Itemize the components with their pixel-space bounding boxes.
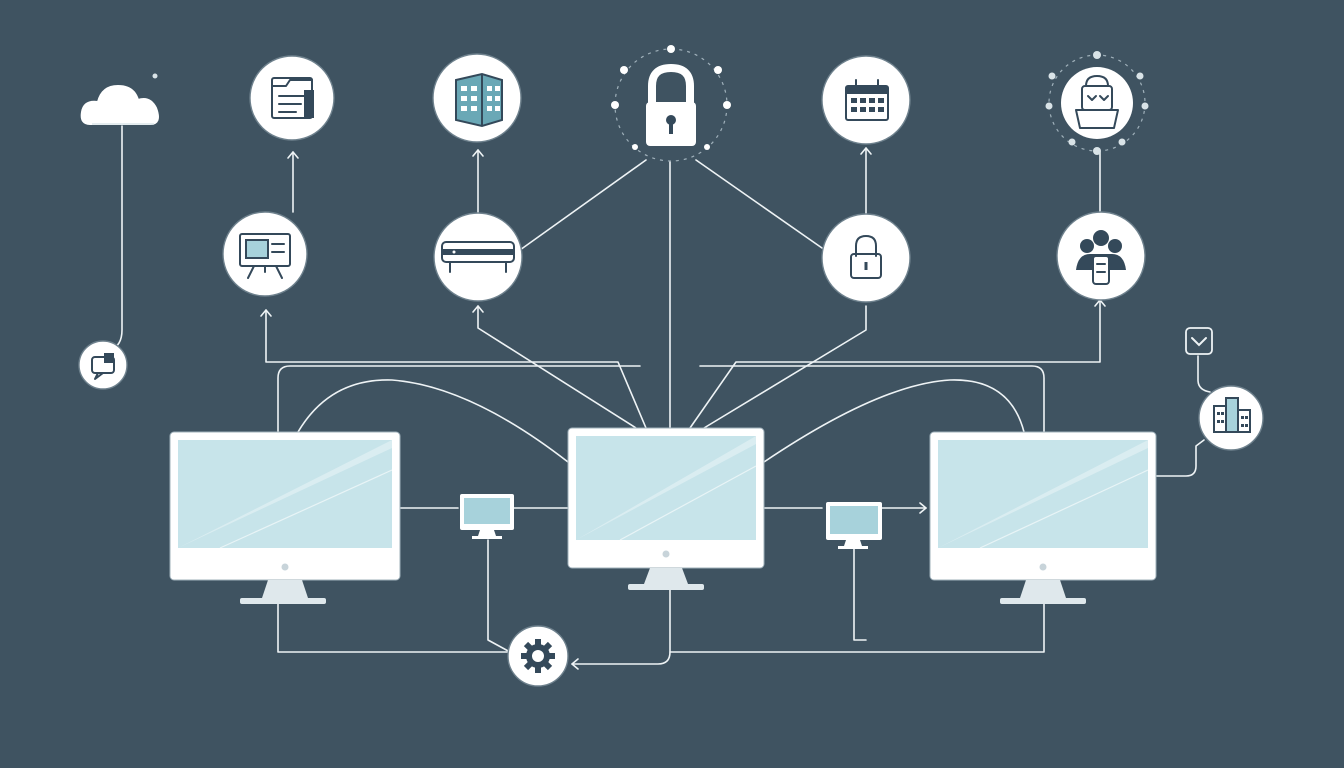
wire-arc-right [763, 379, 1025, 463]
security-robot-icon [1045, 51, 1149, 155]
wire-right-rail [699, 365, 1045, 433]
wire-bottom-left [277, 579, 511, 653]
dropdown-chevron-icon[interactable] [1185, 327, 1213, 355]
wire-right-small-monitor-down [853, 545, 867, 641]
team-users-icon [1056, 211, 1146, 301]
folder-documents-icon [249, 55, 335, 141]
wire-left-rail [277, 365, 641, 433]
router-icon [433, 212, 523, 302]
city-buildings-icon [1198, 385, 1264, 451]
wire-router-center [477, 305, 637, 429]
wire-team-bus [689, 299, 1101, 429]
wire-presentation-bus [265, 309, 647, 429]
presentation-board-icon [222, 211, 308, 297]
wire-lock-router [519, 159, 647, 251]
wire-padlock-center [703, 305, 867, 429]
padlock-icon [611, 45, 731, 162]
small-monitor-left [460, 494, 514, 539]
desktop-monitor-left [169, 431, 401, 604]
gear-icon[interactable] [507, 625, 569, 687]
wire-chevron-city [1197, 355, 1211, 393]
desktop-monitor-right [929, 431, 1157, 604]
wire-bottom-right [669, 581, 1045, 653]
connection-wires [109, 125, 1211, 670]
wire-right-city [1155, 439, 1205, 477]
wire-small-monitor-gear [487, 539, 511, 653]
small-padlock-icon [821, 213, 911, 303]
calendar-icon [821, 55, 911, 145]
small-monitor-right [826, 502, 882, 549]
cloud-icon [80, 73, 159, 125]
wire-cloud-chat [109, 125, 123, 351]
wire-center-gear [571, 587, 671, 665]
desktop-monitor-center [567, 427, 765, 590]
building-icon [432, 53, 522, 143]
wire-lock-padlock [695, 159, 823, 249]
wire-arc-left [297, 379, 569, 463]
chat-bubble-icon [78, 340, 128, 390]
